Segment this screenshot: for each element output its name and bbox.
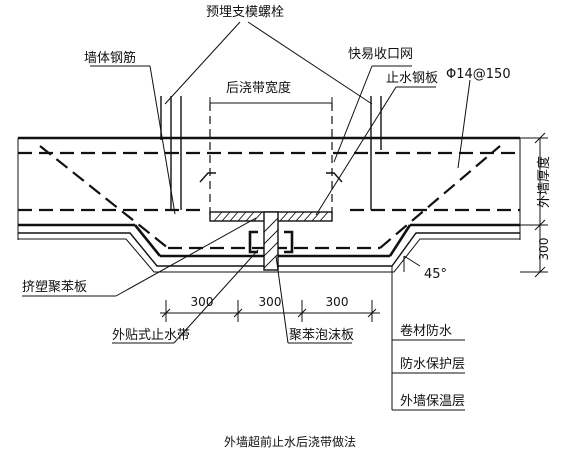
figure-caption: 外墙超前止水后浇带做法 — [224, 434, 356, 449]
membrane-label: 卷材防水 — [400, 323, 452, 339]
angle-label: 45° — [424, 267, 447, 282]
xps-board-label: 挤塑聚苯板 — [22, 280, 87, 295]
leader-lines — [22, 21, 471, 344]
rebar-hooks — [199, 172, 343, 183]
dim-300-a: 300 — [191, 295, 214, 309]
foam-board-label: 聚苯泡沫板 — [289, 328, 354, 343]
wall-rebar-label: 墙体钢筋 — [84, 50, 136, 66]
post-pour-width-dim — [209, 97, 333, 109]
waterstop-plate-label: 止水钢板 — [386, 71, 438, 86]
insulation-label: 外墙保温层 — [400, 394, 465, 409]
protective-layer-label: 防水保护层 — [400, 356, 465, 372]
dim-300-b: 300 — [259, 295, 282, 309]
waterstop-steel-plate — [209, 211, 333, 271]
bottom-dimensions — [160, 300, 380, 322]
rebar-spec-label: Φ14@150 — [446, 67, 511, 82]
angle-marker — [403, 255, 421, 272]
quick-mesh-label: 快易收口网 — [348, 47, 413, 62]
wall-thickness-label: 外墙厚度 — [536, 156, 552, 208]
right-dimensions — [520, 132, 548, 278]
external-waterstop — [248, 230, 294, 254]
embedded-bolt-label: 预埋支模螺栓 — [206, 5, 284, 20]
layer-callout — [391, 266, 465, 411]
dim-300-c: 300 — [326, 295, 349, 309]
wall-outline — [17, 136, 521, 258]
external-waterstop-label: 外贴式止水带 — [112, 328, 190, 343]
dim-300-right: 300 — [537, 238, 551, 261]
post-pour-width-label: 后浇带宽度 — [226, 80, 291, 96]
